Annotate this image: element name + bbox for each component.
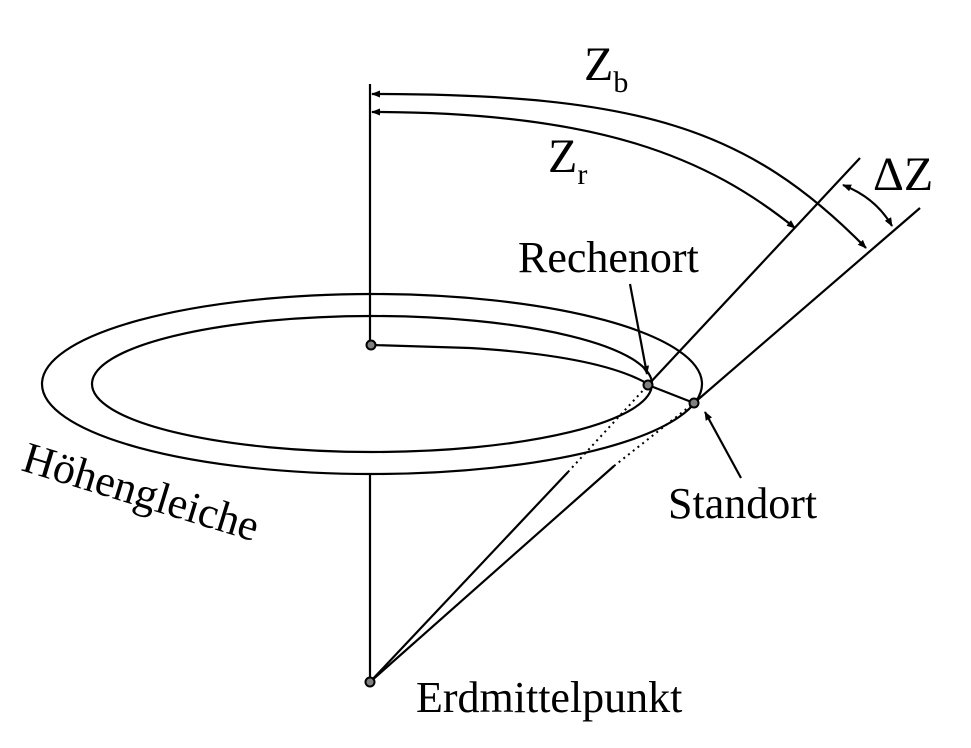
zb-label: Zb xyxy=(584,38,628,99)
erdmittelpunkt-label: Erdmittelpunkt xyxy=(416,673,682,722)
earth-center-to-rechenort-dotted xyxy=(567,384,649,473)
inner-ellipse xyxy=(90,314,654,454)
standort-vertical xyxy=(693,207,921,404)
standort-point xyxy=(688,397,700,409)
rechenort-point xyxy=(642,379,654,391)
earth-center-to-rechenort xyxy=(369,471,569,683)
delta-z-arc xyxy=(842,183,893,227)
earth-center-to-standort-dotted xyxy=(613,402,695,467)
zb-label-main: Z xyxy=(584,38,613,91)
zb-label-sub: b xyxy=(613,66,628,99)
rechenort-pointer xyxy=(628,283,650,375)
center-radius xyxy=(371,343,649,385)
standort-label: Standort xyxy=(668,479,817,528)
delta-z-label: ΔZ xyxy=(873,148,933,201)
earth-center-point xyxy=(364,676,376,688)
zr-arc xyxy=(371,108,796,229)
center-point xyxy=(365,339,377,351)
rechenort-label: Rechenort xyxy=(518,233,699,282)
earth-center-to-standort xyxy=(369,465,615,683)
zr-label-main: Z xyxy=(548,130,577,183)
zr-label-sub: r xyxy=(577,158,587,191)
outer-ellipse xyxy=(40,292,704,476)
rechenort-standort-line xyxy=(647,383,695,405)
standort-pointer xyxy=(704,411,742,479)
hoehengleiche-label: Höhengleiche xyxy=(17,433,265,551)
zr-label: Zr xyxy=(548,130,587,191)
